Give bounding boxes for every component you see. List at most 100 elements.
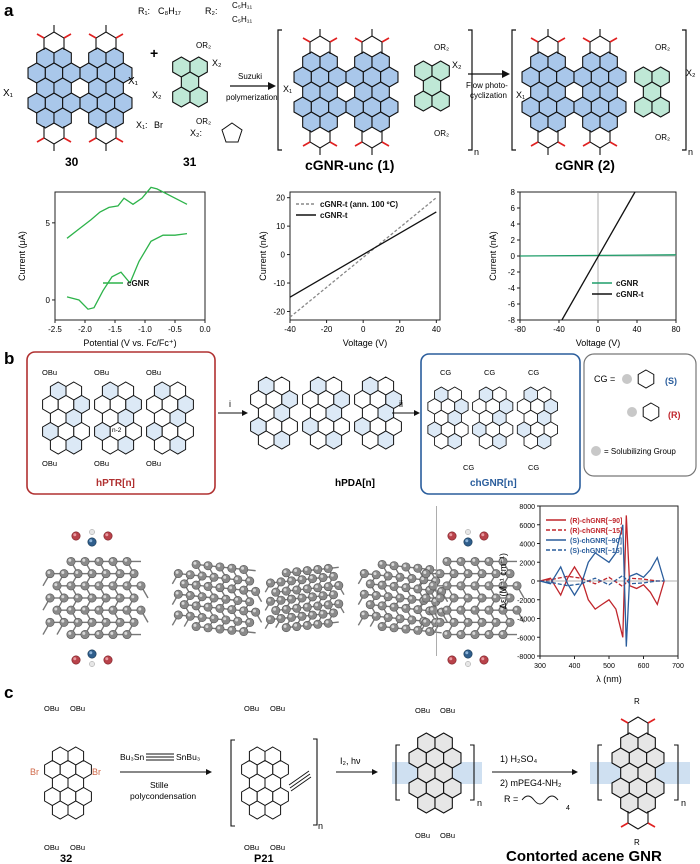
chart-cd-ytick-label-0: -8000 <box>517 654 535 661</box>
molecule-oxygen-4-3 <box>479 655 489 665</box>
chart-iv1-frame <box>289 191 441 321</box>
molecule-carbon-84 <box>245 617 255 628</box>
cgnr-unc-or2-bottom: OR₂ <box>434 129 449 138</box>
molecule-carbon-130 <box>281 622 291 633</box>
molecule-carbon-223 <box>484 629 494 640</box>
struct-30-x1-right: X₁ <box>128 76 139 87</box>
molecule-carbon-117 <box>281 604 291 615</box>
molecule-carbon-0 <box>66 556 76 567</box>
molecule-carbon-141 <box>371 570 381 580</box>
molecule-carbon-78 <box>173 610 183 620</box>
legend-cg: CG = <box>594 374 615 384</box>
legend-sg-dot-3 <box>591 446 601 456</box>
molecule-carbon-210 <box>484 605 494 615</box>
molecule-carbon-70 <box>245 597 255 607</box>
molecule-carbon-178 <box>413 625 423 636</box>
hptr-box <box>26 351 216 495</box>
arrow2-label-top: Flow photo- <box>466 81 508 90</box>
molecule-carbon-218 <box>491 617 501 628</box>
molecule-carbon-7 <box>73 568 83 579</box>
chart-iv1-ytick-label-1: -10 <box>273 279 285 288</box>
molecule-carbon-28 <box>80 605 90 615</box>
molecule-carbon-80 <box>197 612 207 623</box>
molecule-carbon-67 <box>209 593 219 603</box>
final-r-bottom: R <box>634 838 640 847</box>
molecule-carbon-60 <box>215 582 225 593</box>
chart-iv2-ytick-label-3: -2 <box>508 268 516 277</box>
molecule-carbon-46 <box>203 560 213 571</box>
molecule-carbon-155 <box>371 590 381 601</box>
chart-cd-xtick-label-4: 700 <box>672 663 684 670</box>
final-bracket-left <box>597 744 602 801</box>
molecule-carbon-74 <box>215 603 225 614</box>
molecule-carbon-181 <box>456 556 466 567</box>
molecule-carbon-79 <box>185 611 195 621</box>
molecule-oxygen-4-0 <box>447 531 457 541</box>
molecule-carbon-148 <box>377 580 387 590</box>
chart-cv-xtick-label-1: -2.0 <box>78 325 92 334</box>
arrow2-label-bottom: cyclization <box>470 91 507 100</box>
chart-cd-legend-label-3: (S)-chGNR[~15] <box>570 548 622 555</box>
molecule-carbon-100 <box>318 572 328 583</box>
chart-iv1-legend-label-0: cGNR-t (ann. 100 ºC) <box>320 200 398 209</box>
chgnr-cg-4: CG <box>463 463 474 472</box>
molecule-carbon-121 <box>323 600 333 610</box>
chart-iv2-xlabel: Voltage (V) <box>576 338 621 348</box>
molecule-carbon-105 <box>302 584 312 594</box>
chart-iv1-legend-label-1: cGNR-t <box>320 211 348 220</box>
hptr-obu-1: OBu <box>42 368 57 377</box>
molecule-carbon-135 <box>377 559 387 570</box>
molecule-carbon-124 <box>276 613 286 624</box>
molecule-nitrogen-bottom-4 <box>463 649 473 659</box>
cgnr-or2-bottom: OR₂ <box>655 133 670 142</box>
chgnr-cg-3: CG <box>528 368 539 377</box>
molecule-atoms <box>45 529 522 667</box>
molecule-carbon-6 <box>59 568 69 579</box>
molecule-carbon-216 <box>463 617 473 628</box>
x2-def: X₂: <box>190 128 202 138</box>
p21-obu-2: OBu <box>270 704 285 713</box>
c32-obu-1: OBu <box>44 704 59 713</box>
chart-iv2-series-1 <box>561 191 636 321</box>
p21-obu-3: OBu <box>244 843 259 852</box>
molecule-carbon-8 <box>87 568 97 579</box>
molecule-carbon-17 <box>122 581 132 591</box>
intermediate-bracket-left <box>395 744 400 801</box>
compound-31-label: 31 <box>183 155 197 169</box>
molecule-carbon-120 <box>313 601 323 611</box>
chart-iv2-ylabel: Current (nA) <box>488 231 498 281</box>
cg-legend-box <box>583 353 697 477</box>
molecule-carbon-169 <box>371 611 381 621</box>
step3-label-b: 2) mPEG4-NH₂ <box>500 778 562 788</box>
molecule-carbon-45 <box>191 559 201 570</box>
intermediate-bracket-right <box>470 744 475 801</box>
molecule-carbon-132 <box>302 620 312 631</box>
int-obu-4: OBu <box>440 831 455 840</box>
chart-cd-ytick-label-4: 0 <box>531 579 535 586</box>
molecule-carbon-93 <box>313 564 323 575</box>
molecule-carbon-179 <box>425 626 435 637</box>
step3-sub4: 4 <box>566 805 570 812</box>
molecule-carbon-214 <box>435 617 445 628</box>
molecule-carbon-172 <box>407 615 417 625</box>
molecule-carbon-118 <box>292 603 302 613</box>
compound-32-label: 32 <box>60 853 72 864</box>
c32-obu-2: OBu <box>70 704 85 713</box>
chart-iv1-series-0 <box>289 197 437 318</box>
molecule-carbon-37 <box>101 617 111 628</box>
molecule-carbon-82 <box>221 615 231 625</box>
molecule-carbon-176 <box>389 623 399 633</box>
molecule-carbon-81 <box>209 614 219 624</box>
molecule-carbon-12 <box>52 581 62 591</box>
molecule-carbon-200 <box>435 593 445 603</box>
molecule-carbon-68 <box>221 594 231 604</box>
structure-chgnr <box>428 387 558 449</box>
molecule-carbon-71 <box>179 599 189 610</box>
molecule-carbon-52 <box>197 571 207 581</box>
molecule-carbon-220 <box>442 629 452 640</box>
c32-obu-3: OBu <box>44 843 59 852</box>
chart-iv2-ytick-label-6: 4 <box>511 220 516 229</box>
molecule-carbon-36 <box>87 617 97 628</box>
